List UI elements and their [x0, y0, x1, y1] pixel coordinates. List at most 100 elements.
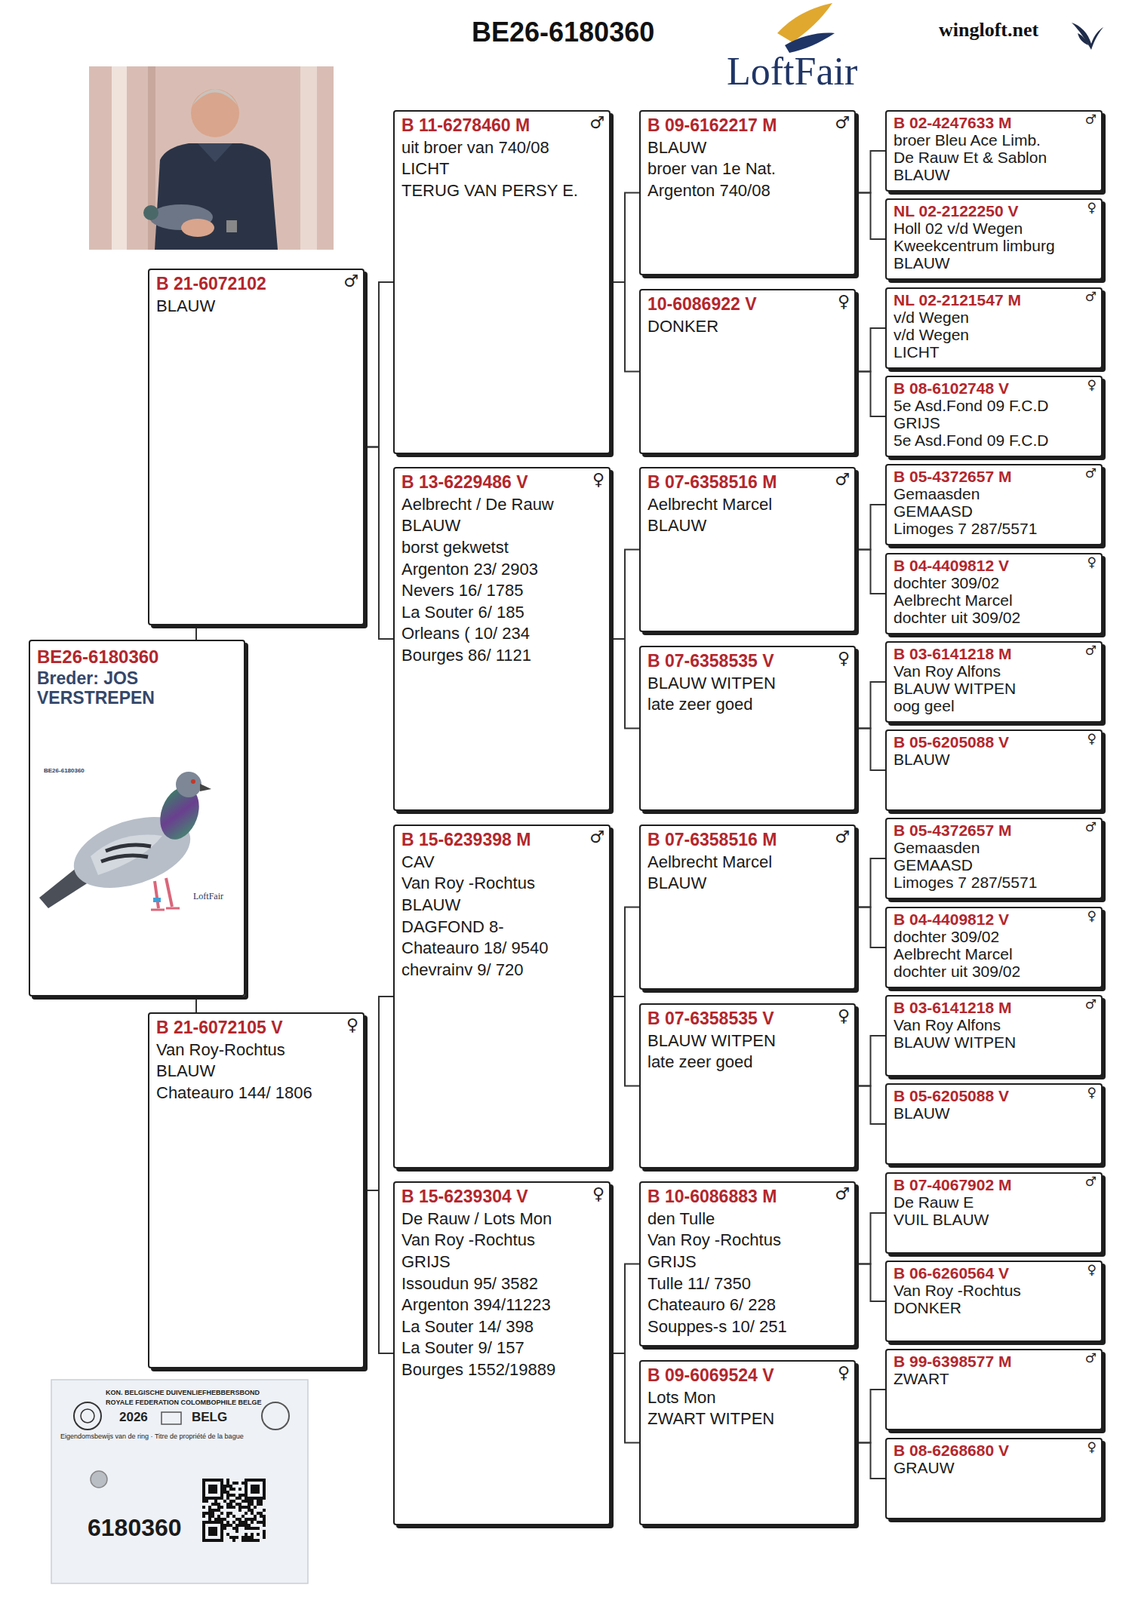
- pedigree-note: uit broer van 740/08: [401, 137, 603, 160]
- pedigree-note: Holl 02 v/d Wegen: [893, 219, 1095, 237]
- qr-module: [214, 1539, 218, 1543]
- qr-module: [211, 1497, 215, 1501]
- qr-module: [238, 1503, 242, 1507]
- pedigree-note: DONKER: [893, 1299, 1095, 1317]
- qr-module: [223, 1524, 227, 1528]
- qr-module: [217, 1497, 221, 1501]
- qr-module: [217, 1539, 221, 1543]
- qr-module: [232, 1521, 236, 1525]
- photo-hair: [192, 89, 238, 106]
- qr-module: [220, 1518, 224, 1522]
- ring-number: B 13-6229486 V: [401, 471, 603, 495]
- qr-module: [247, 1539, 251, 1543]
- sex-symbol: ♀: [346, 1015, 359, 1037]
- ancestor-box: B 02-4247633 M♂broer Bleu Ace Limb.De Ra…: [885, 110, 1103, 192]
- qr-module: [202, 1530, 206, 1534]
- qr-module: [247, 1503, 251, 1507]
- pedigree-note: BLAUW: [893, 1104, 1095, 1123]
- pigeon-card: BE26-6180360Breder: JOS VERSTREPEN: [28, 639, 246, 997]
- sex-symbol: ♀: [1087, 909, 1097, 924]
- qr-module: [217, 1503, 221, 1507]
- ancestor-box: B 15-6239398 M♂CAVVan Roy -RochtusBLAUWD…: [393, 824, 611, 1169]
- qr-module: [253, 1527, 257, 1531]
- pedigree-note: Issoudun 95/ 3582: [401, 1273, 603, 1296]
- qr-module: [214, 1488, 218, 1492]
- pedigree-note: Van Roy Alfons: [893, 1016, 1095, 1034]
- card-ground: [51, 1380, 308, 1585]
- qr-module: [256, 1539, 260, 1543]
- qr-module: [220, 1521, 224, 1525]
- qr-module: [202, 1485, 206, 1489]
- qr-module: [262, 1518, 266, 1522]
- qr-module: [253, 1518, 257, 1522]
- qr-module: [226, 1494, 230, 1498]
- pedigree-note: TERUG VAN PERSY E.: [401, 180, 603, 203]
- qr-module: [256, 1497, 260, 1501]
- photo-door: [111, 66, 127, 250]
- ancestor-box: B 10-6086883 M♂den TulleVan Roy -Rochtus…: [639, 1181, 856, 1348]
- pedigree-note: dochter uit 309/02: [893, 609, 1095, 627]
- qr-module: [256, 1500, 260, 1504]
- ancestor-box: B 07-6358516 M♂Aelbrecht MarcelBLAUW: [639, 467, 856, 633]
- pedigree-line: [855, 372, 886, 418]
- qr-module: [208, 1497, 212, 1501]
- qr-module: [250, 1503, 254, 1507]
- pedigree-line: [855, 504, 886, 551]
- qr-module: [205, 1539, 209, 1543]
- ancestor-box: 10-6086922 V♀DONKER: [639, 289, 856, 455]
- qr-module: [253, 1479, 257, 1483]
- ring-number: B 07-6358516 M: [647, 829, 848, 853]
- qr-module: [232, 1539, 236, 1543]
- qr-module: [262, 1521, 266, 1525]
- pedigree-note: BLAUW: [893, 166, 1095, 184]
- qr-module: [211, 1527, 215, 1531]
- qr-module: [208, 1491, 212, 1495]
- pedigree-line: [610, 996, 640, 1087]
- qr-module: [208, 1539, 212, 1543]
- pedigree-note: dochter 309/02: [893, 574, 1095, 592]
- qr-module: [211, 1521, 215, 1525]
- qr-module: [208, 1521, 212, 1525]
- pedigree-line: [855, 1213, 886, 1265]
- qr-module: [214, 1509, 218, 1513]
- pedigree-line: [855, 1036, 886, 1087]
- pedigree-line: [610, 282, 640, 373]
- pedigree-note: den Tulle: [647, 1208, 848, 1231]
- qr-module: [220, 1533, 224, 1537]
- qr-module: [202, 1533, 206, 1537]
- qr-module: [229, 1506, 233, 1510]
- qr-module: [220, 1479, 224, 1483]
- pedigree-note: BLAUW: [647, 515, 848, 538]
- qr-module: [214, 1527, 218, 1531]
- pedigree-line: [855, 1264, 886, 1303]
- pedigree-note: Nevers 16/ 1785: [401, 580, 603, 603]
- pedigree-note: Souppes-s 10/ 251: [647, 1316, 848, 1339]
- qr-module: [229, 1500, 233, 1504]
- qr-module: [238, 1524, 242, 1528]
- ring-number: BE26-6180360: [36, 645, 237, 669]
- ring-number: B 06-6260564 V: [893, 1264, 1095, 1283]
- qr-module: [220, 1524, 224, 1528]
- qr-module: [208, 1512, 212, 1516]
- qr-module: [244, 1512, 248, 1516]
- pedigree-note: BLAUW: [893, 254, 1095, 272]
- pigeon-wingbar: [101, 855, 148, 862]
- ring-number: 10-6086922 V: [647, 293, 848, 317]
- qr-module: [247, 1524, 251, 1528]
- pedigree-note: Limoges 7 287/5571: [893, 873, 1095, 892]
- pedigree-line: [855, 1443, 886, 1480]
- qr-module: [211, 1539, 215, 1543]
- ancestor-box: B 06-6260564 V♀Van Roy -RochtusDONKER: [885, 1261, 1103, 1343]
- pedigree-note: LICHT: [401, 158, 603, 181]
- qr-module: [253, 1539, 257, 1543]
- pedigree-line: [364, 1190, 394, 1354]
- ring-number: B 05-6205088 V: [893, 1087, 1095, 1105]
- qr-module: [253, 1497, 257, 1501]
- ring-number: B 02-4247633 M: [893, 113, 1095, 132]
- ring-number: NL 02-2122250 V: [893, 202, 1095, 220]
- qr-module: [244, 1497, 248, 1501]
- ancestor-box: B 15-6239304 V♀De Rauw / Lots MonVan Roy…: [393, 1181, 611, 1526]
- sex-symbol: ♀: [837, 1362, 850, 1385]
- qr-module: [262, 1479, 266, 1483]
